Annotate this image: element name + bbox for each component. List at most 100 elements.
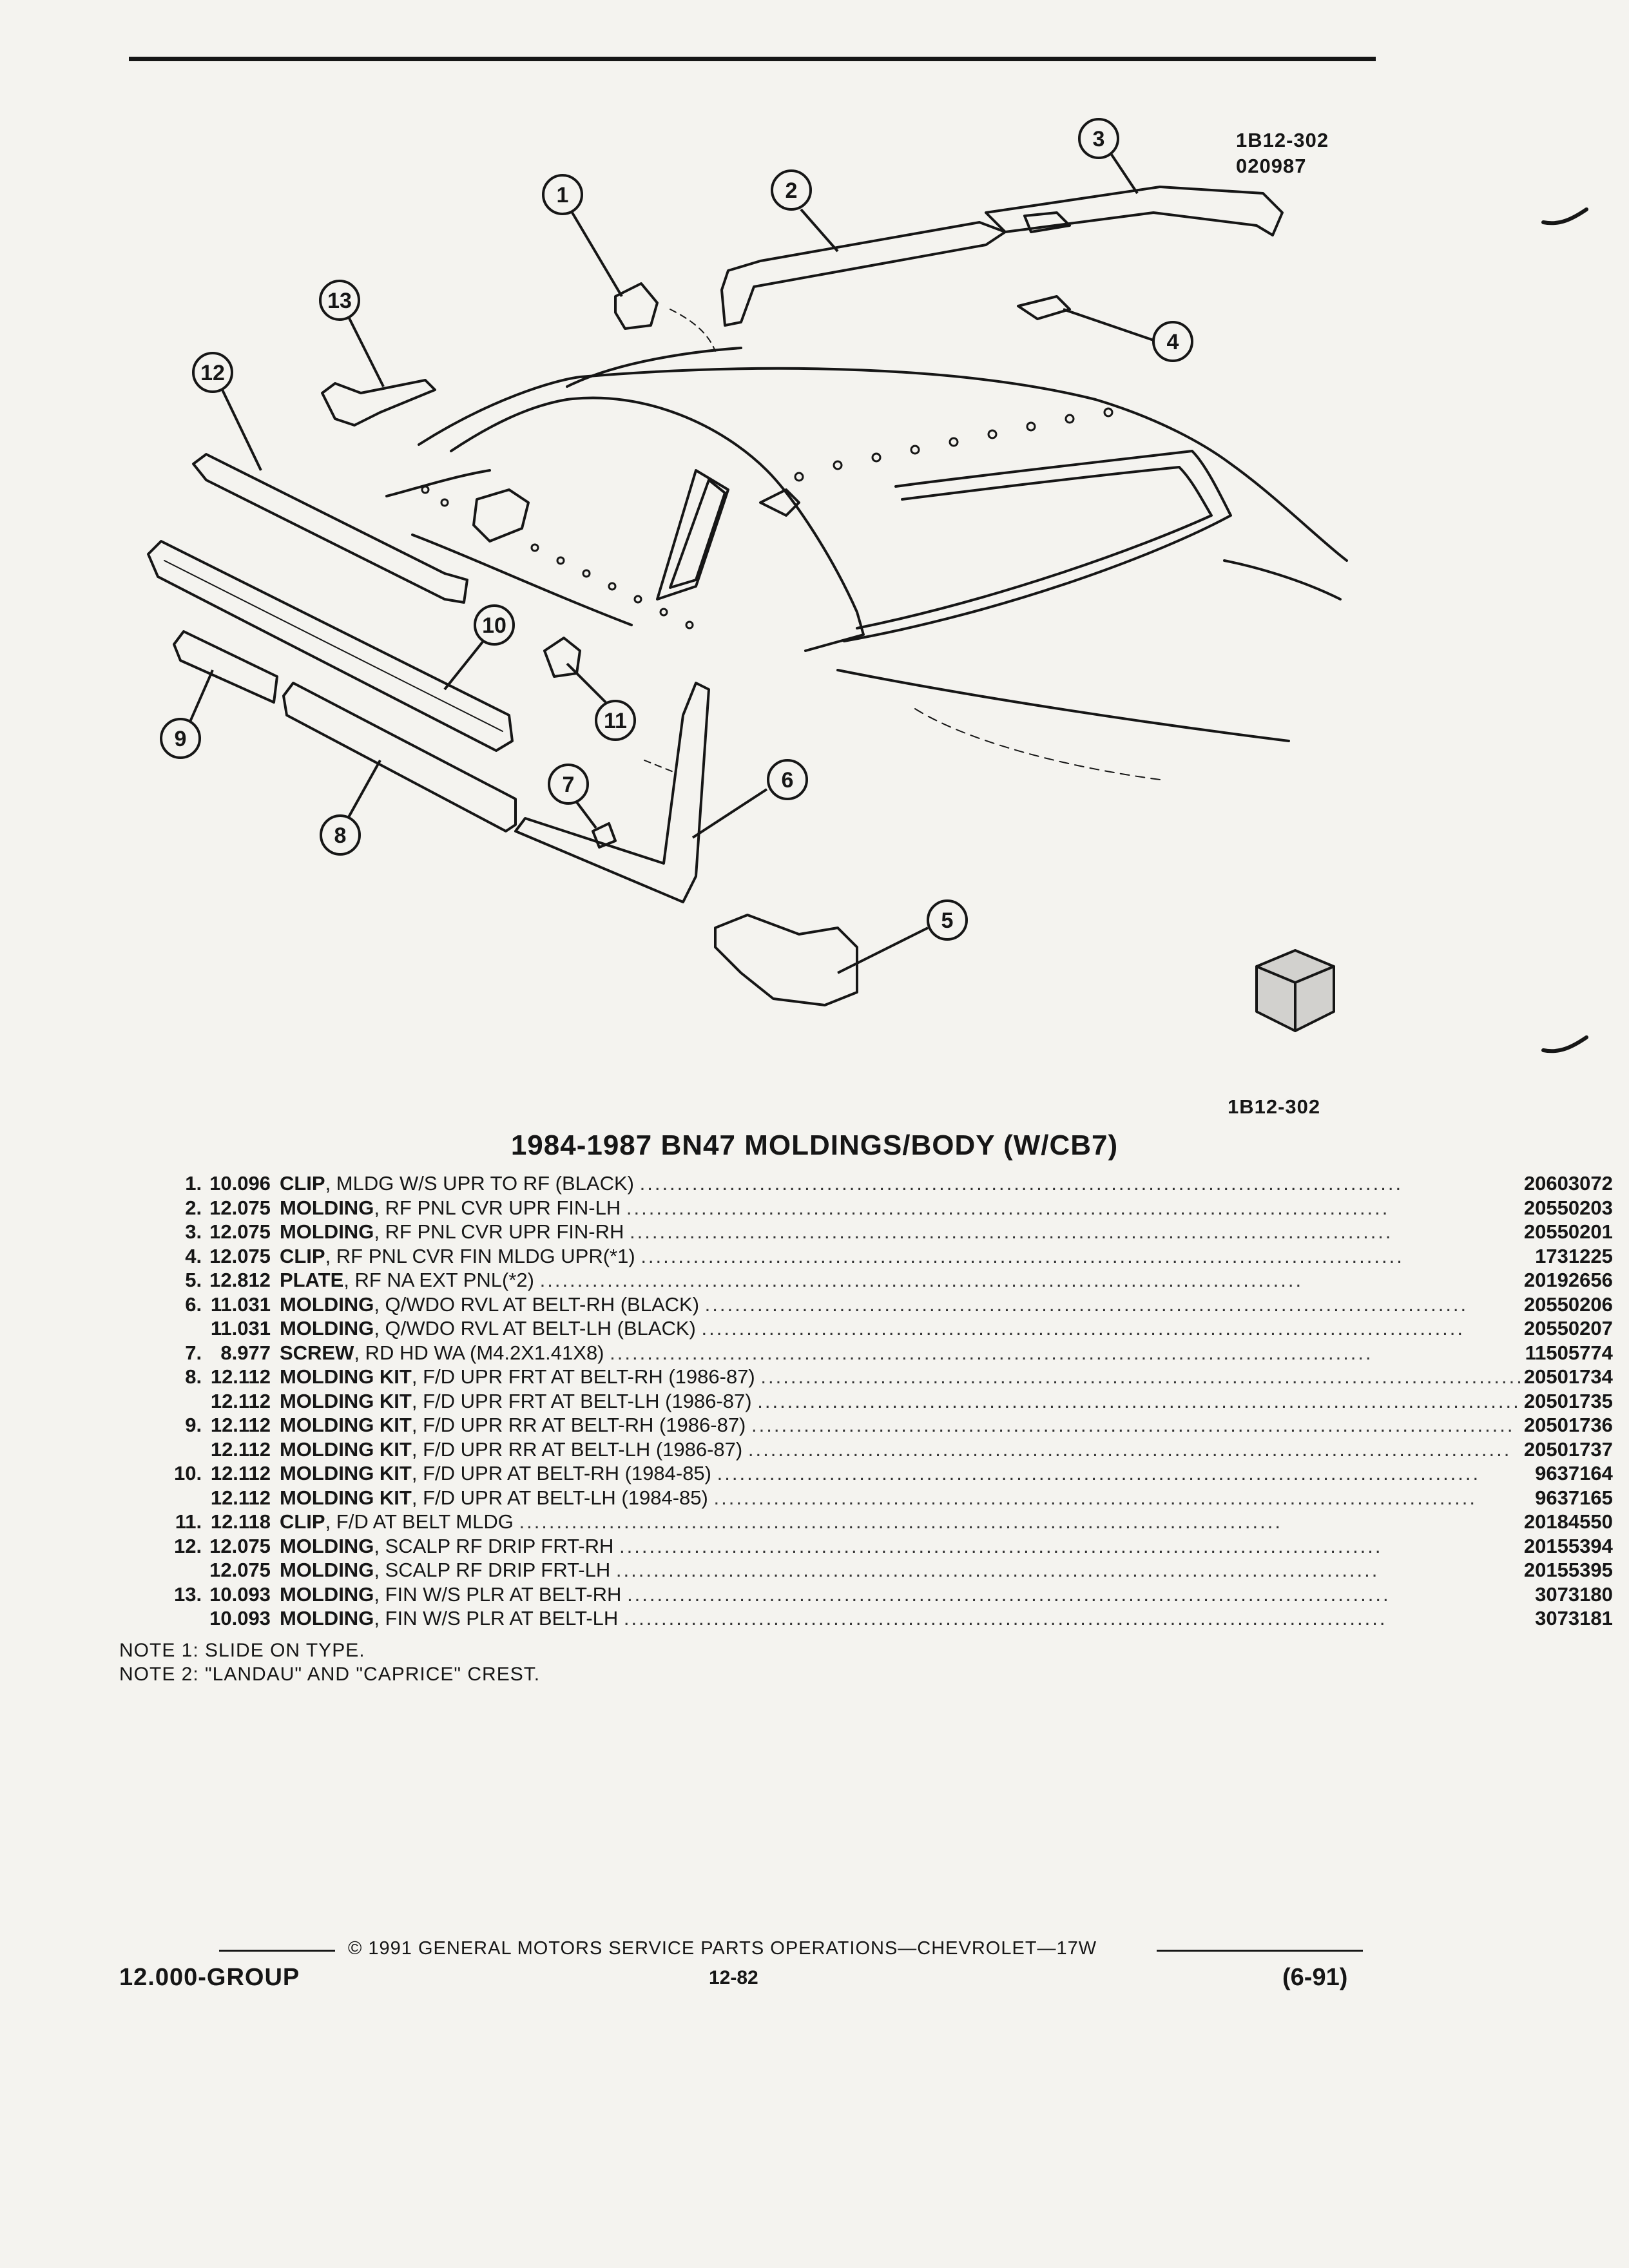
copyright-line: © 1991 GENERAL MOTORS SERVICE PARTS OPER… — [348, 1938, 1097, 1959]
part-3-slide-end — [1023, 211, 1071, 233]
callout-11: 11 — [604, 709, 627, 733]
part-name: MOLDING KIT — [279, 1462, 412, 1485]
dot-leader: ........................................… — [704, 1293, 1469, 1316]
group-number: 12.075 — [209, 1196, 271, 1219]
part-description: SCREW, RD HD WA (M4.2X1.41X8) ..........… — [280, 1341, 1524, 1365]
item-number — [174, 1558, 209, 1582]
part-detail: , F/D UPR RR AT BELT-RH (1986-87) — [411, 1414, 746, 1436]
part-5-plate-shape — [714, 914, 858, 1006]
part-number: 20155395 — [1523, 1559, 1613, 1581]
callout-9: 9 — [175, 727, 187, 751]
part-description: MOLDING, RF PNL CVR UPR FIN-LH .........… — [280, 1196, 1524, 1220]
part-detail: , RF NA EXT PNL(*2) — [343, 1269, 534, 1291]
figure-code-top: 1B12-302 — [1236, 129, 1329, 151]
binding-mark-1 — [1541, 207, 1588, 226]
part-description: PLATE, RF NA EXT PNL(*2) ...............… — [280, 1268, 1524, 1293]
part-detail: , F/D UPR AT BELT-RH (1984-85) — [411, 1462, 711, 1485]
parts-row: 11.031 MOLDING, Q/WDO RVL AT BELT-LH (BLA… — [174, 1316, 1613, 1341]
part-name: MOLDING — [279, 1293, 374, 1316]
part-description: MOLDING, SCALP RF DRIP FRT-LH ..........… — [280, 1558, 1524, 1582]
part-number: 20501735 — [1523, 1389, 1613, 1412]
group-number: 12.118 — [210, 1510, 271, 1533]
part-1-clip-shape — [614, 282, 659, 330]
group-number: 12.112 — [210, 1462, 271, 1485]
part-name: CLIP — [279, 1510, 325, 1533]
part-name: CLIP — [279, 1244, 325, 1267]
group-number: 12.075 — [209, 1559, 271, 1581]
callout-leaders — [189, 153, 1154, 974]
part-number: 20603072 — [1523, 1172, 1613, 1195]
part-number: 20550207 — [1523, 1317, 1613, 1340]
group-number: 12.075 — [209, 1244, 271, 1267]
item-number — [174, 1486, 209, 1510]
dot-leader: ........................................… — [760, 1365, 1524, 1388]
part-number: 11505774 — [1525, 1341, 1613, 1364]
item-number: 8. — [185, 1365, 202, 1388]
part-name: MOLDING KIT — [279, 1414, 412, 1436]
group-number: 11.031 — [210, 1293, 271, 1316]
part-detail: , Q/WDO RVL AT BELT-LH (BLACK) — [374, 1317, 696, 1340]
part-detail: , SCALP RF DRIP FRT-RH — [374, 1534, 614, 1557]
part-description: MOLDING KIT, F/D UPR FRT AT BELT-RH (198… — [280, 1365, 1524, 1389]
part-name: MOLDING — [279, 1220, 374, 1243]
part-8-molding-shape — [282, 682, 517, 832]
item-number: 1. — [185, 1172, 202, 1195]
note-2: NOTE 2: "LANDAU" AND "CAPRICE" CREST. — [119, 1664, 541, 1685]
reference-cube-icon — [1255, 949, 1335, 1032]
group-number: 12.112 — [210, 1365, 271, 1388]
part-number: 20501736 — [1523, 1414, 1613, 1436]
part-name: MOLDING — [279, 1534, 374, 1557]
binding-mark-2 — [1541, 1035, 1588, 1053]
dot-leader: ........................................… — [639, 1172, 1403, 1195]
dot-leader: ........................................… — [747, 1437, 1512, 1461]
part-detail: , MLDG W/S UPR TO RF (BLACK) — [325, 1172, 634, 1195]
group-number: 11.031 — [210, 1317, 271, 1340]
part-number: 20501737 — [1523, 1437, 1613, 1461]
part-detail: , F/D UPR FRT AT BELT-RH (1986-87) — [411, 1365, 755, 1388]
part-6-reveal-molding-shape — [514, 682, 710, 903]
note-1: NOTE 1: SLIDE ON TYPE. — [119, 1640, 365, 1661]
group-number: 12.112 — [210, 1414, 271, 1436]
part-10-molding-shape — [147, 540, 514, 752]
dot-leader: ........................................… — [717, 1462, 1481, 1485]
part-description: MOLDING, FIN W/S PLR AT BELT-RH ........… — [280, 1582, 1524, 1607]
part-name: MOLDING — [279, 1559, 374, 1581]
part-name: CLIP — [279, 1172, 325, 1195]
part-name: MOLDING KIT — [279, 1389, 412, 1412]
part-detail: , Q/WDO RVL AT BELT-RH (BLACK) — [374, 1293, 700, 1316]
item-number: 12. — [174, 1534, 202, 1557]
part-name: MOLDING KIT — [279, 1486, 412, 1509]
callout-13: 13 — [327, 289, 352, 313]
part-description: MOLDING KIT, F/D UPR FRT AT BELT-LH (198… — [280, 1389, 1524, 1414]
part-description: MOLDING, SCALP RF DRIP FRT-RH ..........… — [280, 1534, 1524, 1559]
part-detail: , RF PNL CVR UPR FIN-LH — [374, 1196, 621, 1219]
dot-leader: ........................................… — [623, 1607, 1387, 1629]
part-number: 20155394 — [1523, 1534, 1613, 1557]
dot-leader: ........................................… — [539, 1269, 1304, 1291]
part-3-molding-shape — [985, 186, 1284, 236]
part-11-clip-shape — [543, 637, 581, 678]
dot-leader: ........................................… — [610, 1341, 1373, 1364]
mirror-shape — [472, 488, 530, 543]
callout-7: 7 — [563, 773, 575, 797]
group-number: 10.093 — [209, 1607, 271, 1629]
part-name: MOLDING — [279, 1317, 374, 1340]
part-detail: , F/D UPR AT BELT-LH (1984-85) — [411, 1486, 708, 1509]
part-detail: , FIN W/S PLR AT BELT-LH — [374, 1607, 619, 1629]
callout-8: 8 — [334, 823, 347, 848]
figure-code-bottom: 1B12-302 — [1228, 1095, 1321, 1118]
top-rule — [129, 57, 1376, 61]
callout-2: 2 — [786, 178, 798, 203]
footer-page-number: 12-82 — [709, 1967, 758, 1988]
part-description: CLIP, RF PNL CVR FIN MLDG UPR(*1) ......… — [280, 1244, 1524, 1269]
part-description: MOLDING, Q/WDO RVL AT BELT-LH (BLACK) ..… — [280, 1316, 1524, 1341]
